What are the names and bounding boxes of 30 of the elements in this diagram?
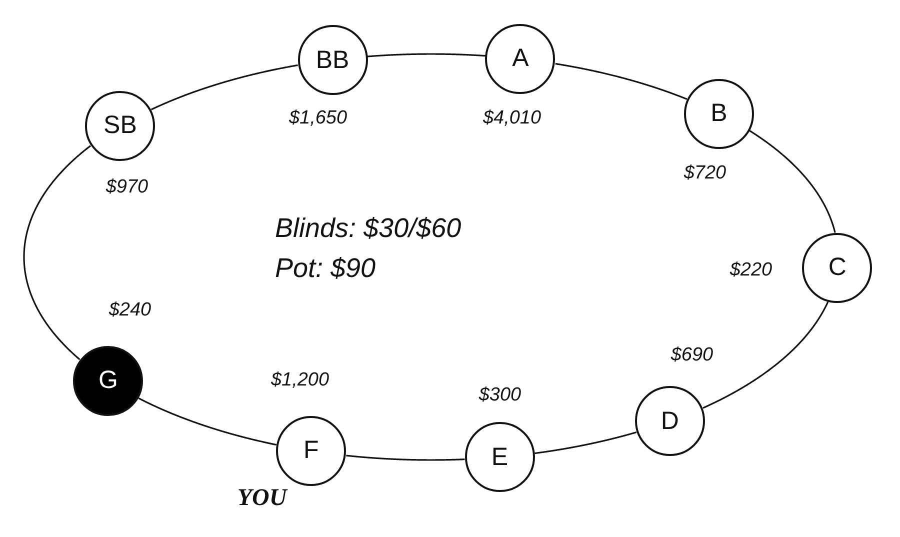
seat-circle: B	[684, 78, 754, 149]
table-edge-line	[555, 62, 688, 100]
seat-circle: G	[73, 346, 144, 416]
chip-stack-amount: $1,650	[288, 108, 348, 128]
seat-circle: F	[276, 416, 346, 486]
table-edge-line	[702, 302, 829, 409]
chip-stack-amount: $220	[730, 260, 772, 280]
chip-stack-amount: $1,200	[270, 370, 330, 390]
table-edge-line	[367, 53, 486, 58]
seat-circle: SB	[85, 90, 156, 161]
chip-stack-amount: $4,010	[482, 108, 542, 128]
table-edge-line	[534, 431, 637, 454]
chip-stack-amount: $300	[478, 386, 522, 404]
chip-stack-amount: $690	[670, 346, 714, 364]
pot-info-text: Blinds: $30/$60	[275, 215, 462, 242]
chip-stack-amount: $720	[684, 164, 726, 182]
chip-stack-amount: $240	[108, 300, 152, 320]
table-edge-line	[346, 454, 466, 461]
seat-circle: C	[802, 232, 872, 303]
table-edge-line	[150, 64, 298, 110]
seat-circle: A	[485, 24, 556, 94]
table-edge-line	[138, 397, 277, 446]
pot-info-text: Pot: $90	[275, 255, 376, 282]
chip-stack-amount: $970	[106, 178, 148, 196]
seat-circle: D	[634, 386, 705, 456]
player-label: YOU	[237, 486, 287, 510]
table-edge-line	[23, 145, 91, 360]
table-edge-line	[749, 130, 836, 234]
seat-circle: E	[464, 422, 535, 492]
seat-circle: BB	[298, 25, 368, 96]
